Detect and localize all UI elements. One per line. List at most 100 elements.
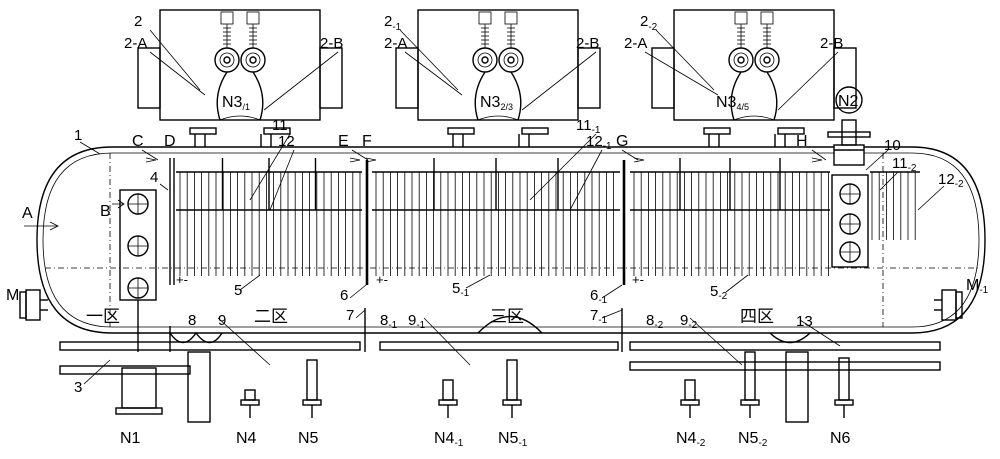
label-m-left: M [6, 287, 19, 304]
terminal-box [760, 11, 774, 25]
outlet-nozzle-pipe [744, 351, 756, 401]
label-plusminus-2: +- [376, 272, 388, 287]
label-b-arrow: B [100, 203, 111, 220]
outlet-nozzle-flange [834, 399, 854, 406]
bushing-outer [728, 47, 754, 73]
leader-line [879, 171, 899, 191]
leader-line [79, 141, 101, 155]
unit-cable-loop [733, 115, 775, 121]
bushing-outer [498, 47, 524, 73]
bushing-inner [481, 56, 489, 64]
terminal-box [220, 11, 234, 25]
label-5: 5 [234, 282, 242, 299]
label-8-1: 8-1 [380, 312, 398, 331]
label-f: F [362, 133, 372, 150]
outlet-nozzle-flange [502, 399, 522, 406]
leader-line [655, 29, 715, 91]
outlet-nozzle-pipe [306, 359, 318, 401]
label-e: E [338, 133, 349, 150]
section-arrow [365, 157, 377, 163]
outlet-nozzle-flange [438, 399, 458, 406]
unit-flange [703, 127, 731, 135]
label-2a-mid: 2-A [384, 35, 407, 52]
label-12-2: 12-2 [938, 171, 964, 190]
unit-flange [189, 127, 217, 135]
outlet-nozzle-flange [680, 399, 700, 406]
leader-line [689, 317, 743, 366]
unit-cable [216, 71, 264, 121]
label-zone1: 一区 [86, 307, 120, 326]
label-11-1: 11-1 [576, 117, 601, 136]
top-nozzles [194, 134, 786, 147]
unit-side-left [137, 47, 161, 109]
leader-line [521, 51, 597, 111]
label-2b-mid: 2-B [576, 35, 599, 52]
outlet-nozzle-pipe [506, 359, 518, 401]
leader-line [159, 183, 169, 191]
bushing-inner [507, 56, 515, 64]
leader-line [141, 149, 159, 161]
label-a-arrow: A [22, 205, 33, 222]
unit-flange [777, 127, 805, 135]
unit-side-right [577, 47, 601, 109]
leader-line [404, 51, 463, 96]
label-2-2: 2-2 [640, 13, 658, 33]
bushing-mid [245, 52, 261, 68]
collector-pipe [379, 341, 619, 351]
label-9-2: 9-2 [680, 312, 698, 331]
unit-cable-loop [219, 115, 261, 121]
bushing-inner [763, 56, 771, 64]
section-arrow [145, 157, 157, 163]
label-8: 8 [188, 312, 196, 329]
leader-line [917, 185, 945, 211]
label-7: 7 [346, 307, 354, 324]
bushing-inner [249, 56, 257, 64]
label-n3-2: N32/3 [480, 94, 513, 112]
bushing-inner [223, 56, 231, 64]
outlet-nozzle-flange [740, 399, 760, 406]
leader-line [644, 51, 719, 96]
label-n4: N4 [236, 430, 257, 447]
label-zone2: 二区 [254, 307, 288, 326]
bushing-outer [214, 47, 240, 73]
leader-line [811, 149, 827, 161]
label-2a-right: 2-A [624, 35, 647, 52]
unit-cable [474, 71, 522, 121]
label-8-2: 8-2 [646, 312, 664, 331]
bushing-mid [477, 52, 493, 68]
leader-line [725, 274, 749, 293]
bushing-mid [219, 52, 235, 68]
labels: 2 2-1 2-2 2-A 2-B 2-A 2-B 2-A 2-B N3/1 N… [6, 13, 989, 449]
top-power-units [137, 9, 857, 135]
leader-line [865, 149, 889, 171]
label-3: 3 [74, 379, 82, 396]
label-2b-left: 2-B [320, 35, 343, 52]
label-7-1: 7-1 [590, 307, 608, 326]
terminal-box [246, 11, 260, 25]
unit-flange [447, 127, 475, 135]
leader-line [399, 29, 459, 91]
section-arrow [633, 157, 645, 163]
leader-line [349, 284, 367, 299]
unit-cable-loop [477, 115, 519, 121]
collector-pipe [59, 341, 361, 351]
collector-pipe [629, 341, 941, 351]
leader-lines [24, 29, 945, 385]
label-12: 12 [278, 133, 295, 150]
outlet-nozzle-pipe [684, 379, 696, 401]
leader-line [263, 51, 339, 111]
label-n3-1: N3/1 [222, 94, 250, 112]
unit-housing [673, 9, 835, 121]
bottom-pipes [59, 341, 941, 418]
label-9-1: 9-1 [408, 312, 426, 331]
electrode-combs [176, 158, 920, 276]
bushing-inner [737, 56, 745, 64]
label-h: H [796, 133, 808, 150]
unit-cable [730, 71, 778, 121]
bushing-mid [733, 52, 749, 68]
unit-side-right [833, 47, 857, 109]
terminal-box [478, 11, 492, 25]
vessel-shell [36, 146, 986, 334]
arrow-head-a [49, 221, 59, 231]
collector-pipe [59, 365, 191, 375]
